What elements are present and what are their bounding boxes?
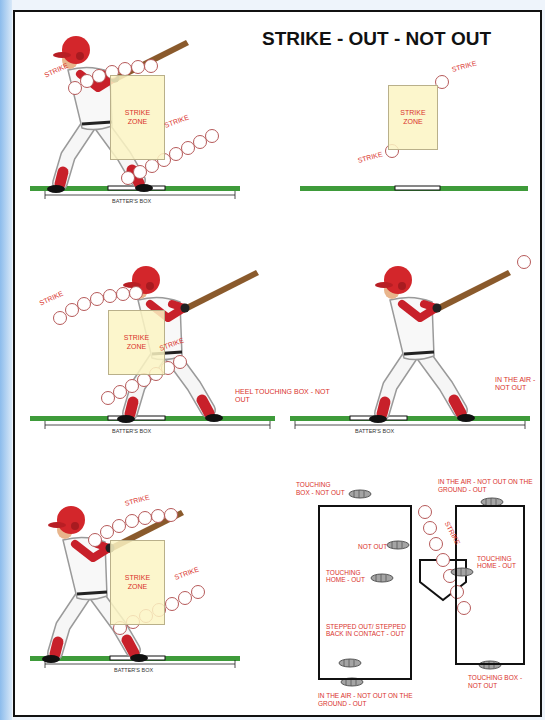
dimension-label: BATTER'S BOX [114, 667, 153, 674]
zone-label: STRIKE ZONE [121, 574, 155, 590]
zone-label: STRIKE ZONE [121, 109, 155, 125]
box-note: NOT OUT [358, 543, 387, 550]
callout-note: TOUCHING BOX - NOT OUT [468, 674, 528, 690]
ball-trail [419, 506, 471, 615]
footprint [339, 490, 503, 686]
callout-note: HEEL TOUCHING BOX - NOT OUT [235, 388, 335, 405]
diagram-title: STRIKE - OUT - NOT OUT [262, 28, 491, 50]
edge-strip [0, 0, 12, 720]
batters-box-outline: NOT OUT TOUCHING HOME - OUT STEPPED OUT/ S… [318, 505, 412, 680]
dimension-label: BATTER'S BOX [112, 198, 151, 205]
strike-zone: STRIKE ZONE [108, 310, 165, 375]
callout-note: IN THE AIR - NOT OUT ON THE GROUND - OUT [318, 692, 418, 708]
ball-trail [54, 60, 531, 635]
dimension-label: BATTER'S BOX [112, 428, 151, 435]
box-note: TOUCHING HOME - OUT [326, 569, 372, 584]
strike-zone: STRIKE ZONE [110, 540, 165, 625]
batters-box-outline: TOUCHING HOME - OUT [455, 505, 525, 665]
zone-label: STRIKE ZONE [120, 334, 154, 350]
dimension-line [45, 191, 525, 668]
batter-figure [42, 506, 184, 663]
dimension-label: BATTER'S BOX [355, 428, 394, 435]
callout-note: IN THE AIR - NOT OUT [495, 376, 537, 393]
callout-note: IN THE AIR - NOT OUT ON THE GROUND - OUT [438, 478, 538, 494]
batter-figure [369, 266, 511, 423]
box-note: TOUCHING HOME - OUT [477, 555, 523, 570]
box-note: STEPPED OUT/ STEPPED BACK IN CONTACT - O… [326, 623, 408, 638]
batter-figure [47, 36, 189, 193]
strike-zone: STRIKE ZONE [388, 85, 438, 150]
callout-note: TOUCHING BOX - NOT OUT [296, 481, 346, 497]
strike-zone: STRIKE ZONE [110, 75, 165, 160]
zone-label: STRIKE ZONE [396, 109, 430, 125]
